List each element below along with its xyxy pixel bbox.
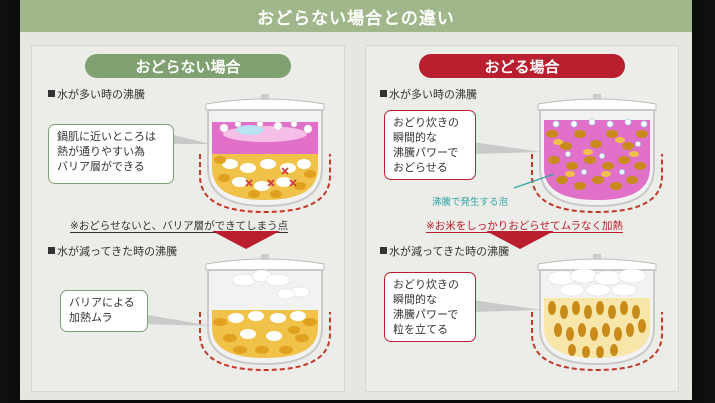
pot-high-water-right [531,94,663,214]
callout-pointer-left-2 [142,314,212,326]
pot-high-water-left [199,94,331,214]
down-arrow-icon [212,231,280,249]
callout-barrier-layer: 鍋肌に近いところは 熱が通りやすい為 バリア層ができる [48,124,174,184]
pot-low-water-left [199,254,331,372]
title-bar: おどらない場合との違い [20,0,692,32]
callout-pointer-left-1 [170,134,210,144]
bullet-square-icon [380,247,387,254]
section-heading-low-water: 水が減ってきた時の沸騰 [48,243,177,259]
note-even-heating: ※お米をしっかりおどらせてムラなく加熱 [426,220,624,233]
panel-header-not-dancing: おどらない場合 [85,54,291,78]
section-heading-high-water: 水が多い時の沸騰 [48,86,145,102]
pot-low-water-right [531,254,663,372]
slide: おどらない場合との違い おどらない場合 水が多い時の沸騰 [20,0,692,400]
panel-dancing: おどる場合 水が多い時の沸騰 おどり炊きの [365,45,679,392]
callout-boiling-power: おどり炊きの 瞬間的な 沸騰パワーで おどらせる [384,110,476,180]
bullet-square-icon [48,247,55,254]
section-heading-low-water: 水が減ってきた時の沸騰 [380,243,509,259]
callout-pointer-right-2 [472,300,542,312]
callout-pointer-right-1 [472,142,542,154]
down-arrow-icon [486,231,554,249]
callout-grains-stand: おどり炊きの 瞬間的な 沸騰パワーで 粒を立てる [384,272,476,342]
bullet-square-icon [48,90,55,97]
section-heading-high-water: 水が多い時の沸騰 [380,86,477,102]
note-barrier-layer: ※おどらせないと、バリア層ができてしまう点 [70,220,289,233]
label-boiling-bubbles: 沸騰で発生する泡 [432,197,509,208]
bullet-square-icon [380,90,387,97]
panel-not-dancing: おどらない場合 水が多い時の沸騰 [31,45,345,392]
slide-title: おどらない場合との違い [257,8,455,29]
bubble-pointer-line [513,173,555,189]
panel-header-dancing: おどる場合 [419,54,625,78]
callout-heating-unevenness: バリアによる 加熱ムラ [60,290,148,332]
